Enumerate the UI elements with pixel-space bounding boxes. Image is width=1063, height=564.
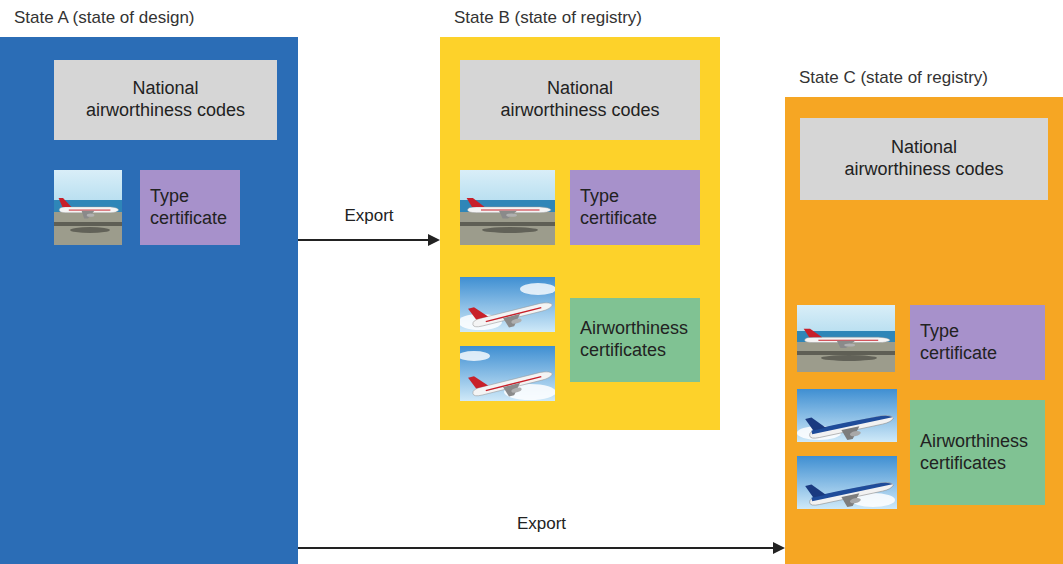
- certificate-box: Type certificate: [140, 170, 240, 245]
- box-text: Type certificate: [580, 186, 690, 229]
- export-arrow: [298, 542, 785, 554]
- box-text: Airworthiness certificates: [580, 318, 690, 361]
- box-text: National airworthiness codes: [839, 137, 1009, 180]
- certificate-box: Airworthiness certificates: [570, 298, 700, 382]
- codes-box: National airworthiness codes: [460, 60, 700, 140]
- codes-box: National airworthiness codes: [54, 60, 277, 140]
- box-text: National airworthiness codes: [495, 78, 665, 121]
- box-text: Airworthiness certificates: [920, 431, 1035, 474]
- codes-box: National airworthiness codes: [800, 118, 1048, 200]
- box-text: Type certificate: [920, 321, 1035, 364]
- panel-heading: State A (state of design): [14, 8, 195, 28]
- box-text: Type certificate: [150, 186, 230, 229]
- certificate-box: Type certificate: [910, 305, 1045, 380]
- state-panel: State A (state of design)National airwor…: [0, 37, 298, 564]
- certificate-box: Airworthiness certificates: [910, 400, 1045, 505]
- panel-heading: State B (state of registry): [454, 8, 642, 28]
- export-arrow: [298, 234, 440, 246]
- certificate-box: Type certificate: [570, 170, 700, 245]
- edge-label: Export: [514, 514, 569, 534]
- edge-label: Export: [341, 206, 396, 226]
- panel-heading: State C (state of registry): [799, 68, 988, 88]
- box-text: National airworthiness codes: [81, 78, 251, 121]
